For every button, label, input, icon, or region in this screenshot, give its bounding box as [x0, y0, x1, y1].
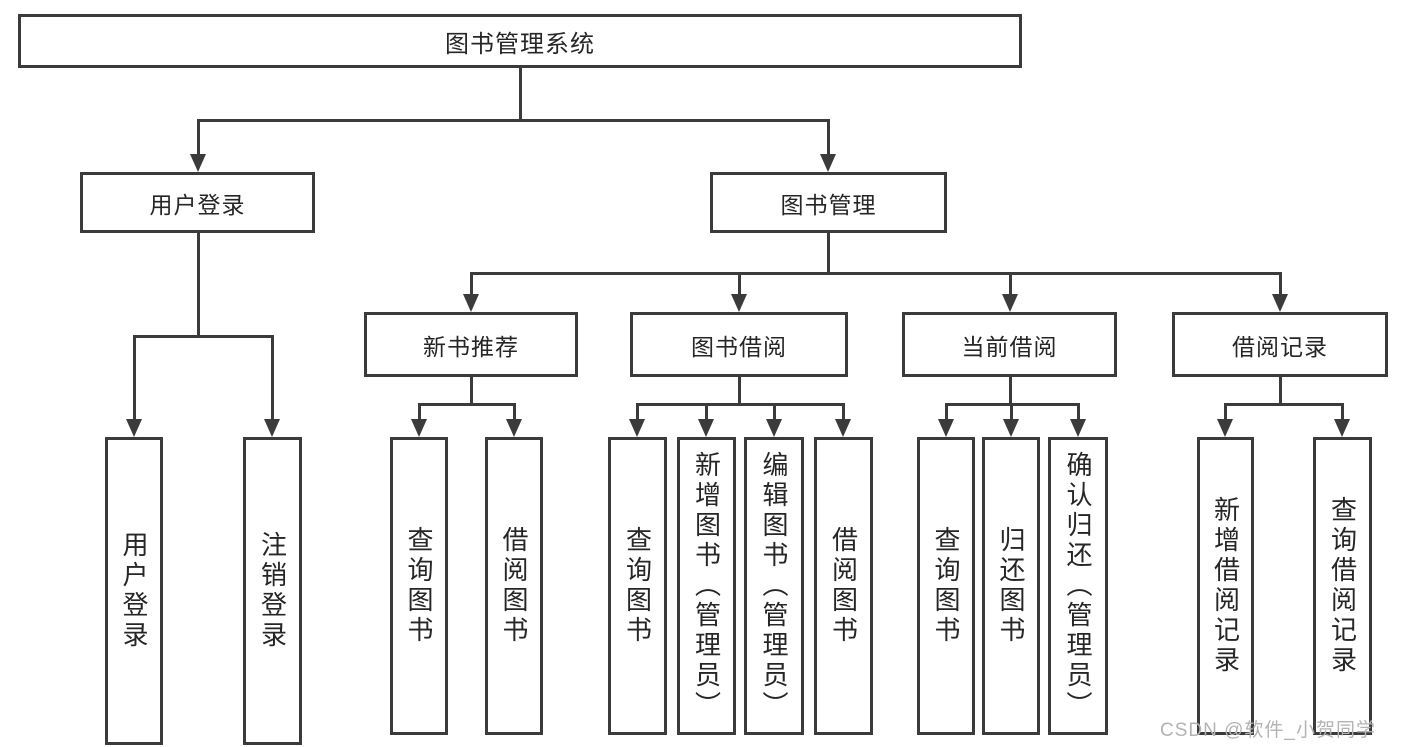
diagram-node-new-book-recommend: 新书推荐	[364, 312, 578, 377]
connector-line	[1278, 273, 1282, 298]
connector-line	[469, 273, 473, 298]
arrow-down-icon	[463, 294, 479, 312]
arrow-down-icon	[698, 419, 714, 437]
csdn-watermark: CSDN @软件_小贺同学	[1160, 720, 1376, 741]
arrow-down-icon	[411, 419, 427, 437]
node-label-query-books-1: 查询图书	[404, 526, 434, 646]
connector-line	[1076, 404, 1080, 423]
diagram-node-book-management: 图书管理	[710, 172, 947, 233]
arrow-down-icon	[1003, 419, 1019, 437]
node-label-current-borrowing: 当前借阅	[961, 333, 1058, 360]
node-label-add-borrow-record: 新增借阅记录	[1210, 496, 1241, 676]
connector-line	[737, 273, 741, 298]
connector-line	[469, 377, 473, 404]
diagram-node-borrow-books-2: 借阅图书	[814, 437, 873, 735]
connector-line	[196, 120, 200, 158]
connector-line	[417, 404, 421, 423]
diagram-node-add-borrow-record: 新增借阅记录	[1197, 437, 1254, 735]
connector-line	[132, 336, 136, 423]
arrow-down-icon	[1070, 419, 1086, 437]
connector-line	[469, 271, 1282, 275]
node-label-user-login-action: 用户登录	[119, 531, 149, 651]
node-label-logout-action: 注销登录	[257, 531, 288, 651]
node-label-query-books-2: 查询图书	[622, 526, 653, 646]
connector-line	[1008, 377, 1012, 404]
arrow-down-icon	[1334, 419, 1350, 437]
node-label-borrowing-records: 借阅记录	[1232, 333, 1328, 360]
arrow-down-icon	[1272, 294, 1288, 312]
node-label-edit-books-admin: 编辑图书（管理员）	[759, 451, 789, 721]
diagram-node-user-login-action: 用户登录	[105, 437, 163, 745]
node-label-book-management: 图书管理	[780, 191, 877, 218]
arrow-down-icon	[1217, 419, 1233, 437]
arrow-down-icon	[835, 419, 851, 437]
connector-line	[826, 233, 830, 273]
arrow-down-icon	[190, 154, 206, 172]
connector-line	[826, 120, 830, 158]
diagram-node-borrow-books-1: 借阅图书	[485, 437, 543, 735]
arrow-down-icon	[1002, 294, 1018, 312]
connector-line	[1223, 404, 1227, 423]
connector-line	[132, 334, 274, 338]
connector-line	[704, 404, 708, 423]
diagram-node-borrowing-records: 借阅记录	[1172, 312, 1388, 377]
connector-line	[944, 404, 948, 423]
diagram-node-edit-books-admin: 编辑图书（管理员）	[744, 437, 804, 735]
connector-line	[737, 377, 741, 404]
node-label-book-borrowing: 图书借阅	[691, 333, 787, 360]
node-label-query-borrow-record: 查询借阅记录	[1327, 496, 1358, 676]
connector-line	[270, 336, 274, 423]
connector-line	[1278, 377, 1282, 404]
connector-line	[635, 402, 845, 406]
diagram-node-query-books-3: 查询图书	[917, 437, 975, 735]
diagram-node-query-books-2: 查询图书	[608, 437, 667, 735]
arrow-down-icon	[264, 419, 280, 437]
node-label-borrow-books-1: 借阅图书	[499, 526, 529, 646]
diagram-node-add-books-admin: 新增图书（管理员）	[677, 437, 736, 735]
arrow-down-icon	[126, 419, 142, 437]
connector-line	[841, 404, 845, 423]
node-label-confirm-return-admin: 确认归还（管理员）	[1063, 451, 1093, 721]
connector-line	[417, 402, 516, 406]
node-label-return-books: 归还图书	[996, 526, 1026, 646]
diagram-node-return-books: 归还图书	[982, 437, 1040, 735]
connector-line	[1223, 402, 1344, 406]
diagram-node-logout-action: 注销登录	[243, 437, 302, 745]
diagram-node-confirm-return-admin: 确认归还（管理员）	[1048, 437, 1108, 735]
connector-line	[518, 68, 522, 120]
node-label-borrow-books-2: 借阅图书	[828, 526, 859, 646]
connector-line	[512, 404, 516, 423]
diagram-node-current-borrowing: 当前借阅	[902, 312, 1117, 377]
node-label-user-login-module: 用户登录	[149, 191, 246, 218]
connector-line	[1009, 404, 1013, 423]
connector-line	[635, 404, 639, 423]
connector-line	[196, 233, 200, 336]
arrow-down-icon	[938, 419, 954, 437]
diagram-node-query-books-1: 查询图书	[390, 437, 448, 735]
arrow-down-icon	[629, 419, 645, 437]
node-label-add-books-admin: 新增图书（管理员）	[691, 451, 722, 721]
node-label-new-book-recommend: 新书推荐	[423, 333, 519, 360]
connector-line	[196, 118, 830, 122]
arrow-down-icon	[820, 154, 836, 172]
node-label-query-books-3: 查询图书	[931, 526, 961, 646]
diagram-node-query-borrow-record: 查询借阅记录	[1313, 437, 1372, 735]
node-label-root-system: 图书管理系统	[445, 30, 595, 58]
diagram-node-book-borrowing: 图书借阅	[630, 312, 848, 377]
diagram-node-user-login-module: 用户登录	[80, 172, 315, 233]
arrow-down-icon	[766, 419, 782, 437]
diagram-node-root-system: 图书管理系统	[18, 14, 1022, 68]
arrow-down-icon	[506, 419, 522, 437]
arrow-down-icon	[731, 294, 747, 312]
connector-line	[1340, 404, 1344, 423]
connector-line	[772, 404, 776, 423]
connector-line	[1008, 273, 1012, 298]
